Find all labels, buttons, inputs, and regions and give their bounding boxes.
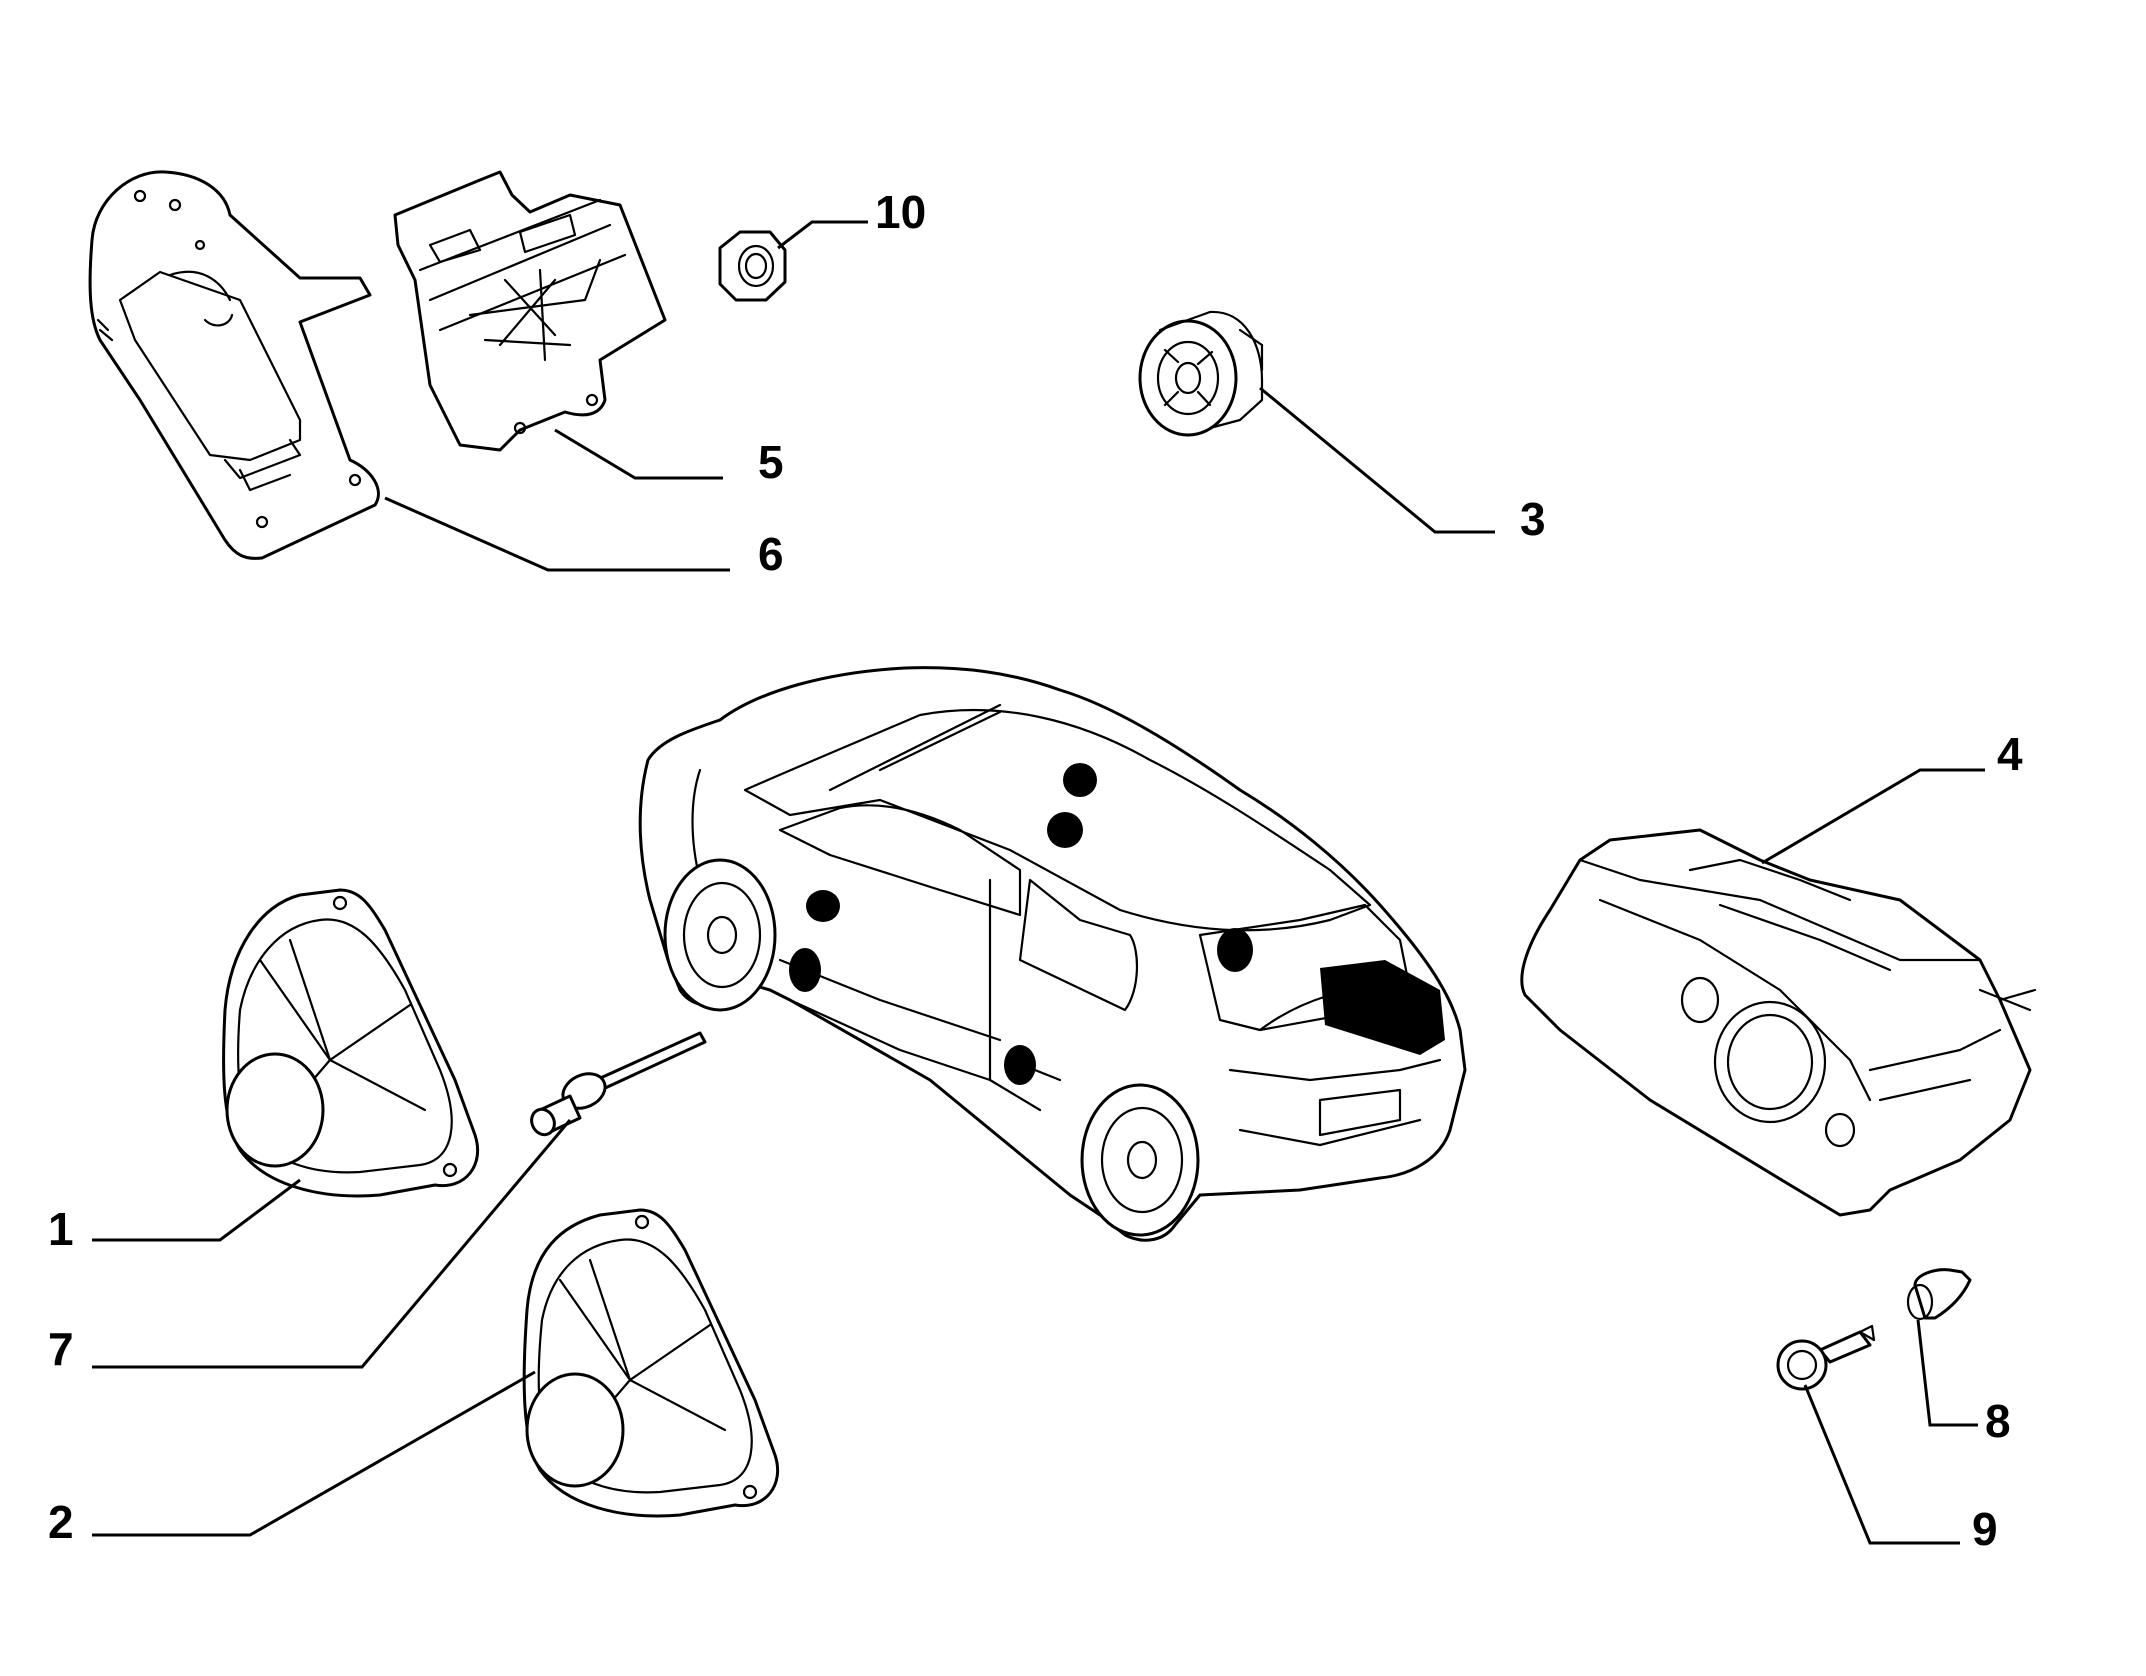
rivet-part xyxy=(530,1031,707,1137)
callout-5: 5 xyxy=(758,436,784,488)
callout-labels: 10 5 6 3 4 1 7 2 8 9 xyxy=(48,186,2023,1555)
amplifier-bracket-part xyxy=(88,170,380,560)
callout-10: 10 xyxy=(875,186,926,238)
amplifier-part xyxy=(393,170,667,452)
speaker-part-1 xyxy=(222,888,480,1198)
leader-line-2 xyxy=(92,1370,536,1537)
callout-7: 7 xyxy=(48,1323,74,1375)
callout-6: 6 xyxy=(758,528,784,580)
callout-2: 2 xyxy=(48,1496,74,1548)
clip-part xyxy=(1906,1268,1972,1321)
leader-line-7 xyxy=(92,1119,572,1369)
car-illustration xyxy=(638,666,1467,1242)
callout-8: 8 xyxy=(1985,1395,2011,1447)
callout-9: 9 xyxy=(1972,1503,1998,1555)
leader-line-3 xyxy=(1259,386,1495,534)
tweeter-part xyxy=(1138,310,1264,437)
leader-line-6 xyxy=(384,496,730,572)
screw-part xyxy=(1776,1324,1876,1391)
leader-line-10 xyxy=(777,220,868,250)
subwoofer-box-part xyxy=(1520,828,2037,1217)
leader-line-9 xyxy=(1803,1384,1960,1545)
callout-4: 4 xyxy=(1997,728,2023,780)
leader-line-5 xyxy=(554,428,723,480)
speaker-part-2 xyxy=(522,1208,780,1518)
leader-lines xyxy=(92,220,1985,1545)
leader-line-8 xyxy=(1916,1319,1978,1427)
nut-part xyxy=(718,230,787,302)
callout-3: 3 xyxy=(1520,493,1546,545)
leader-line-4 xyxy=(1761,768,1985,865)
leader-line-1 xyxy=(92,1178,301,1242)
callout-1: 1 xyxy=(48,1203,74,1255)
